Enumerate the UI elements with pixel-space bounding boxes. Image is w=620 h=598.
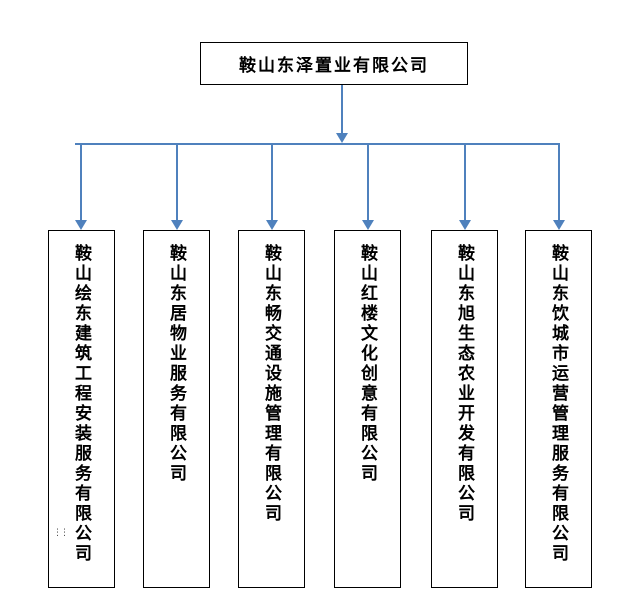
dotted-artifact: ⋮⋮ xyxy=(53,527,69,537)
org-node-child-2-label: 鞍山东居物业服务有限公司 xyxy=(167,244,186,484)
org-node-child-1: 鞍山绘东建筑工程安装服务有限公司 ⋮⋮ xyxy=(48,230,115,588)
arrow-down-icon xyxy=(553,220,565,230)
arrow-down-icon xyxy=(459,220,471,230)
arrow-down-icon xyxy=(336,133,348,143)
org-node-child-5-label: 鞍山东旭生态农业开发有限公司 xyxy=(455,244,474,524)
arrow-down-icon xyxy=(75,220,87,230)
connector-stem-4 xyxy=(367,143,369,221)
connector-stem-1 xyxy=(80,143,82,221)
org-node-child-5: 鞍山东旭生态农业开发有限公司 xyxy=(431,230,498,588)
org-node-root: 鞍山东泽置业有限公司 xyxy=(200,42,468,85)
connector-stem-3 xyxy=(271,143,273,221)
org-node-child-6-label: 鞍山东饮城市运营管理服务有限公司 xyxy=(549,244,568,564)
org-node-child-4-label: 鞍山红楼文化创意有限公司 xyxy=(358,244,377,484)
connector-horizontal-rail xyxy=(75,143,560,145)
arrow-down-icon xyxy=(266,220,278,230)
connector-stem-6 xyxy=(558,143,560,221)
arrow-down-icon xyxy=(171,220,183,230)
arrow-down-icon xyxy=(362,220,374,230)
connector-stem-5 xyxy=(464,143,466,221)
connector-stem-2 xyxy=(176,143,178,221)
connector-root-stem xyxy=(341,85,343,134)
org-node-child-6: 鞍山东饮城市运营管理服务有限公司 xyxy=(525,230,592,588)
org-node-child-3-label: 鞍山东畅交通设施管理有限公司 xyxy=(262,244,281,524)
org-node-child-2: 鞍山东居物业服务有限公司 xyxy=(143,230,210,588)
org-node-child-1-label: 鞍山绘东建筑工程安装服务有限公司 xyxy=(72,244,91,564)
org-node-root-label: 鞍山东泽置业有限公司 xyxy=(239,56,429,75)
org-node-child-4: 鞍山红楼文化创意有限公司 xyxy=(334,230,401,588)
org-node-child-3: 鞍山东畅交通设施管理有限公司 xyxy=(238,230,305,588)
